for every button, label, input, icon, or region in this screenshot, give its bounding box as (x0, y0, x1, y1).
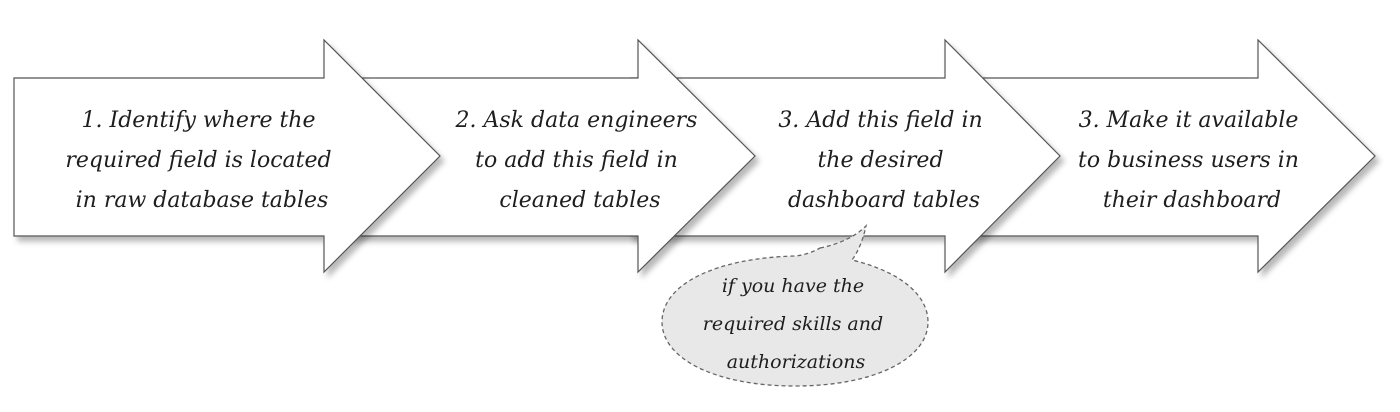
step-2-line-3: cleaned tables (499, 188, 660, 213)
step-2-line-2: to add this field in (475, 148, 678, 173)
step-4-text: 3. Make it available to business users i… (1078, 108, 1306, 213)
step-3-arrow (629, 38, 1061, 274)
step-1-arrow (13, 38, 441, 274)
step-1-line-2: required field is located (65, 148, 331, 173)
step-4-line-1: 3. Make it available (1079, 108, 1299, 133)
step-3-line-1: 3. Add this field in (778, 108, 982, 133)
step-4-arrow (957, 38, 1376, 274)
note-bubble (661, 223, 929, 387)
note-text: if you have the required skills and auth… (703, 275, 889, 373)
step-2-arrow (329, 38, 756, 274)
note-line-3: authorizations (727, 351, 866, 373)
step-3-text: 3. Add this field in the desired dashboa… (778, 108, 989, 213)
note-line-2: required skills and (703, 313, 883, 335)
note-line-1: if you have the (722, 275, 864, 297)
step-1-text: 1. Identify where the required field is … (65, 108, 338, 213)
step-1-line-1: 1. Identify where the (82, 108, 316, 133)
step-3-line-2: the desired (817, 148, 943, 173)
step-2-line-1: 2. Ask data engineers (455, 108, 698, 133)
step-2-text: 2. Ask data engineers to add this field … (455, 108, 705, 213)
step-4-line-3: their dashboard (1103, 188, 1281, 213)
step-1-line-3: in raw database tables (76, 188, 329, 213)
step-3-line-3: dashboard tables (788, 188, 980, 213)
step-4-line-2: to business users in (1078, 148, 1299, 173)
